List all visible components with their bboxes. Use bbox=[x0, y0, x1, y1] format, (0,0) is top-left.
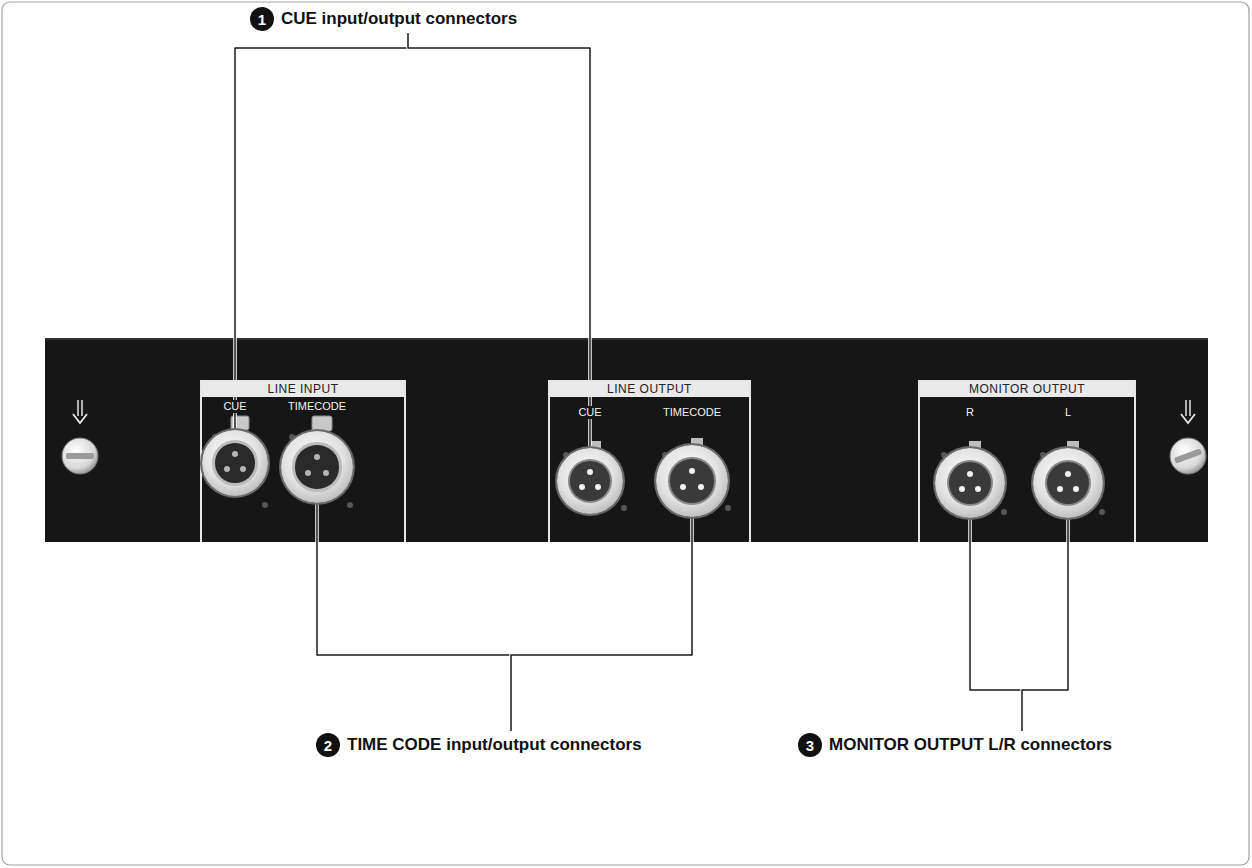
connector-pin bbox=[967, 471, 973, 477]
socket-face bbox=[215, 443, 255, 483]
connector-pin bbox=[680, 484, 686, 490]
connector-pin bbox=[1065, 471, 1071, 477]
callout-number: 1 bbox=[250, 7, 274, 31]
arrow-head bbox=[1181, 414, 1195, 423]
leader-halo bbox=[1022, 518, 1068, 731]
leader-halo bbox=[511, 517, 692, 731]
leader-line bbox=[511, 517, 692, 731]
panel-screw bbox=[62, 400, 98, 474]
rear-panel bbox=[45, 338, 1208, 542]
screw-head bbox=[1170, 438, 1206, 474]
connector-label: TIMECODE bbox=[661, 406, 723, 419]
callout: 2 TIME CODE input/output connectors bbox=[316, 733, 642, 757]
connector-pin bbox=[689, 468, 695, 474]
small-screw bbox=[725, 505, 731, 511]
connector-pin bbox=[975, 486, 981, 492]
plug-face bbox=[570, 461, 610, 501]
connector-pin bbox=[224, 466, 230, 472]
connector-pin bbox=[305, 470, 311, 476]
connector-key bbox=[1067, 441, 1079, 448]
callout: 3 MONITOR OUTPUT L/R connectors bbox=[798, 733, 1112, 757]
plug-face bbox=[949, 462, 991, 504]
connector-label: CUE bbox=[576, 406, 603, 419]
leader-line bbox=[235, 33, 408, 430]
callout-label: CUE input/output connectors bbox=[281, 9, 517, 29]
screw-slot bbox=[66, 453, 94, 459]
xlr-connector: R bbox=[935, 448, 1005, 518]
connector-pin bbox=[587, 469, 593, 475]
xlr-connector: CUE bbox=[202, 430, 268, 496]
leader-halo bbox=[970, 518, 1022, 731]
leader-line bbox=[1022, 518, 1068, 731]
plug-face bbox=[1047, 462, 1089, 504]
connector-pin bbox=[323, 470, 329, 476]
connector-label: TIMECODE bbox=[286, 400, 348, 413]
screw-head bbox=[62, 438, 98, 474]
arrow-line bbox=[1189, 400, 1191, 416]
leader-line bbox=[970, 518, 1022, 731]
panel-edge bbox=[45, 338, 1208, 340]
group-heading: MONITOR OUTPUT bbox=[920, 382, 1134, 397]
leader-halo bbox=[235, 33, 408, 430]
connector-group: LINE OUTPUT CUE TIMECODE bbox=[548, 380, 751, 542]
xlr-connector: L bbox=[1033, 448, 1103, 518]
leader-halo bbox=[317, 503, 511, 731]
small-screw bbox=[347, 502, 353, 508]
connector-pin bbox=[314, 454, 320, 460]
small-screw bbox=[621, 505, 627, 511]
connector-pin bbox=[698, 484, 704, 490]
connector-pin bbox=[1073, 486, 1079, 492]
arrow-line bbox=[81, 400, 83, 416]
connector-pin bbox=[595, 484, 601, 490]
callout: 1 CUE input/output connectors bbox=[250, 7, 517, 31]
arrow-head bbox=[73, 414, 87, 423]
arrow-line bbox=[1185, 400, 1187, 416]
connector-pin bbox=[240, 466, 246, 472]
connector-pin bbox=[1057, 486, 1063, 492]
xlr-connector: TIMECODE bbox=[281, 431, 353, 503]
group-heading: LINE INPUT bbox=[202, 382, 404, 397]
group-heading: LINE OUTPUT bbox=[550, 382, 749, 397]
connector-key bbox=[969, 441, 981, 448]
small-screw bbox=[1099, 509, 1105, 515]
leader-group bbox=[1022, 518, 1068, 731]
connector-label: L bbox=[1063, 406, 1073, 419]
socket-face bbox=[295, 445, 338, 488]
leader-group bbox=[235, 33, 408, 430]
arrow-line bbox=[77, 400, 79, 416]
leader-group bbox=[970, 518, 1022, 731]
xlr-connector: TIMECODE bbox=[656, 445, 728, 517]
connector-group: LINE INPUTCUETIMECODE bbox=[200, 380, 406, 542]
connector-pin bbox=[579, 484, 585, 490]
leader-group bbox=[317, 503, 511, 731]
callout-label: MONITOR OUTPUT L/R connectors bbox=[829, 735, 1112, 755]
small-screw bbox=[1001, 509, 1007, 515]
panel-screw bbox=[1170, 400, 1206, 474]
callout-label: TIME CODE input/output connectors bbox=[347, 735, 642, 755]
screw-slot bbox=[1174, 448, 1202, 463]
connector-pin bbox=[232, 451, 238, 457]
leader-group bbox=[511, 517, 692, 731]
connector-latch bbox=[312, 416, 332, 431]
connector-key bbox=[691, 438, 703, 445]
xlr-connector: CUE bbox=[557, 448, 623, 514]
leader-line bbox=[317, 503, 511, 731]
callout-number: 2 bbox=[316, 733, 340, 757]
connector-label: CUE bbox=[221, 400, 248, 413]
plug-face bbox=[670, 459, 713, 502]
connector-pin bbox=[959, 486, 965, 492]
callout-number: 3 bbox=[798, 733, 822, 757]
connector-group: MONITOR OUTPUTRL bbox=[918, 380, 1136, 542]
small-screw bbox=[262, 502, 268, 508]
connector-label: R bbox=[964, 406, 976, 419]
